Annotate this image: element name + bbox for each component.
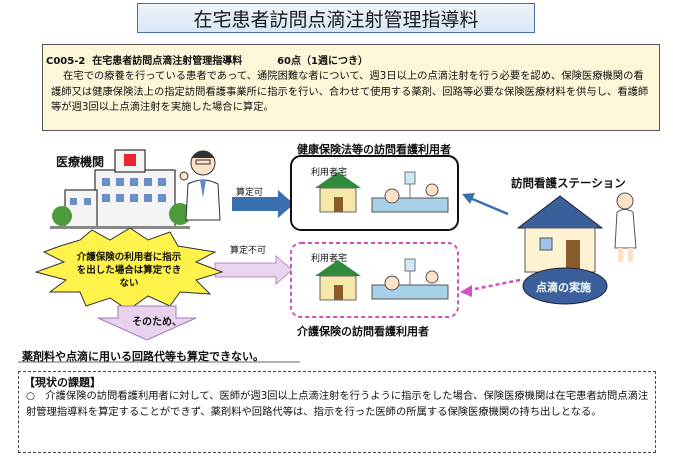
fee-description: 在宅での療養を行っている患者であって、通院困難な者について、週3日以上の点滴注射… [51,70,649,113]
home-label-top: 利用者宅 [311,168,348,178]
burst-callout [34,227,224,311]
home-icon-top [315,172,361,213]
issues-text: ○ 介護保険の訪問看護利用者に対して、医師が週3回以上点滴注射を行うように指示を… [26,390,649,418]
doctor-icon [179,150,221,221]
therefore-text: そのため、 [132,317,182,328]
home-label-bottom: 利用者宅 [311,254,348,264]
drip-ellipse [522,267,608,305]
fee-info-box [42,44,660,131]
page-title: 在宅患者訪問点滴注射管理指導料 [137,3,535,33]
fee-code: C005-2 在宅患者訪問点滴注射管理指導料 60点（1週につき） [46,56,368,67]
arrow-billable [232,190,294,218]
station-label: 訪問看護ステーション [511,176,626,190]
burst-text: 介護保険の利用者に指示を出した場合は算定できない [76,252,182,289]
issues-heading: 【現状の課題】 [24,376,101,389]
arrow-ng-label: 算定不可 [230,246,267,256]
arrow-not-billable [214,254,293,286]
bottom-group-label: 介護保険の訪問看護利用者 [297,325,429,338]
nursing-station-icon [516,195,604,273]
station-to-bottom-arrow [460,278,521,297]
station-to-top-arrow [462,193,509,216]
issues-box [18,371,656,453]
hospital-label: 医療機関 [56,155,105,169]
consequence-text: 薬剤料や点滴に用いる回路代等も算定できない。 [22,350,264,363]
nurse-icon [614,192,637,262]
top-group-label: 健康保険法等の訪問看護利用者 [297,143,451,156]
patient-bed-icon-top [371,171,449,213]
arrow-ok-label: 算定可 [236,188,264,198]
therefore-arrow [97,305,197,341]
drip-label: 点滴の実施 [536,281,591,294]
patient-bed-icon-bottom [371,258,449,300]
hospital-building-icon [50,149,191,229]
home-icon-bottom [315,260,361,301]
